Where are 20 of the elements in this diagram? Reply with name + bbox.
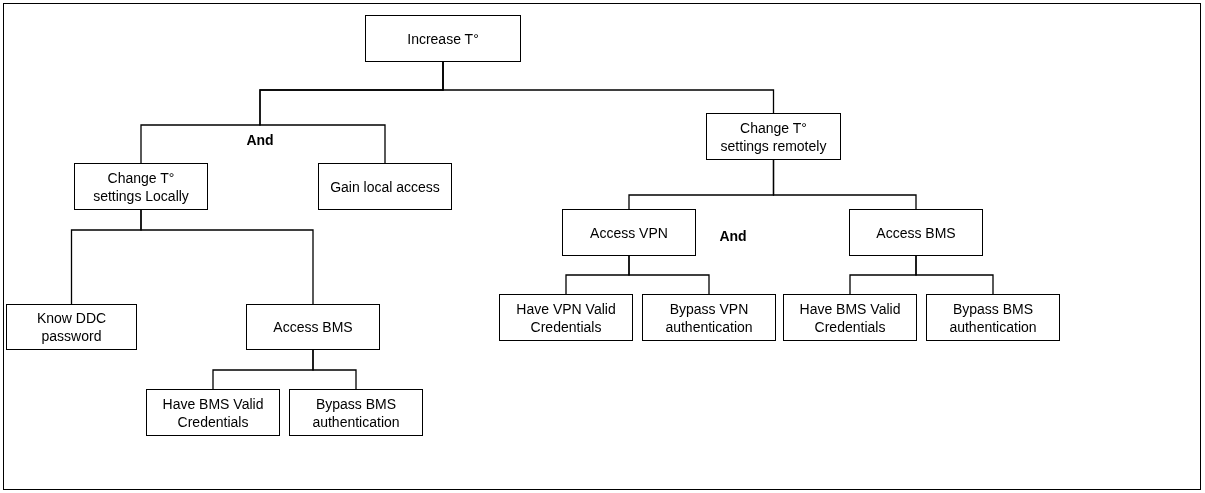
goal-box: Bypass VPN authentication	[642, 294, 776, 341]
goal-box: Have BMS Valid Credentials	[146, 389, 280, 436]
goal-box: Gain local access	[318, 163, 452, 210]
goal-box: Increase T°	[365, 15, 521, 62]
goal-box: Bypass BMS authentication	[289, 389, 423, 436]
goal-box: Have VPN Valid Credentials	[499, 294, 633, 341]
connector-line	[772, 159, 917, 210]
goal-box: Access VPN	[562, 209, 696, 256]
goal-box: Access BMS	[849, 209, 983, 256]
connector-line	[312, 349, 357, 390]
connector-line	[140, 209, 314, 305]
connector-line	[628, 255, 710, 295]
goal-box: Bypass BMS authentication	[926, 294, 1060, 341]
goal-box: Access BMS	[246, 304, 380, 350]
goal-box: Change T° settings Locally	[74, 163, 208, 210]
goal-box: Change T° settings remotely	[706, 113, 841, 160]
goal-box: Have BMS Valid Credentials	[783, 294, 917, 341]
connector-line	[915, 255, 994, 295]
goal-box: Know DDC password	[6, 304, 137, 350]
connector-line	[442, 61, 775, 114]
